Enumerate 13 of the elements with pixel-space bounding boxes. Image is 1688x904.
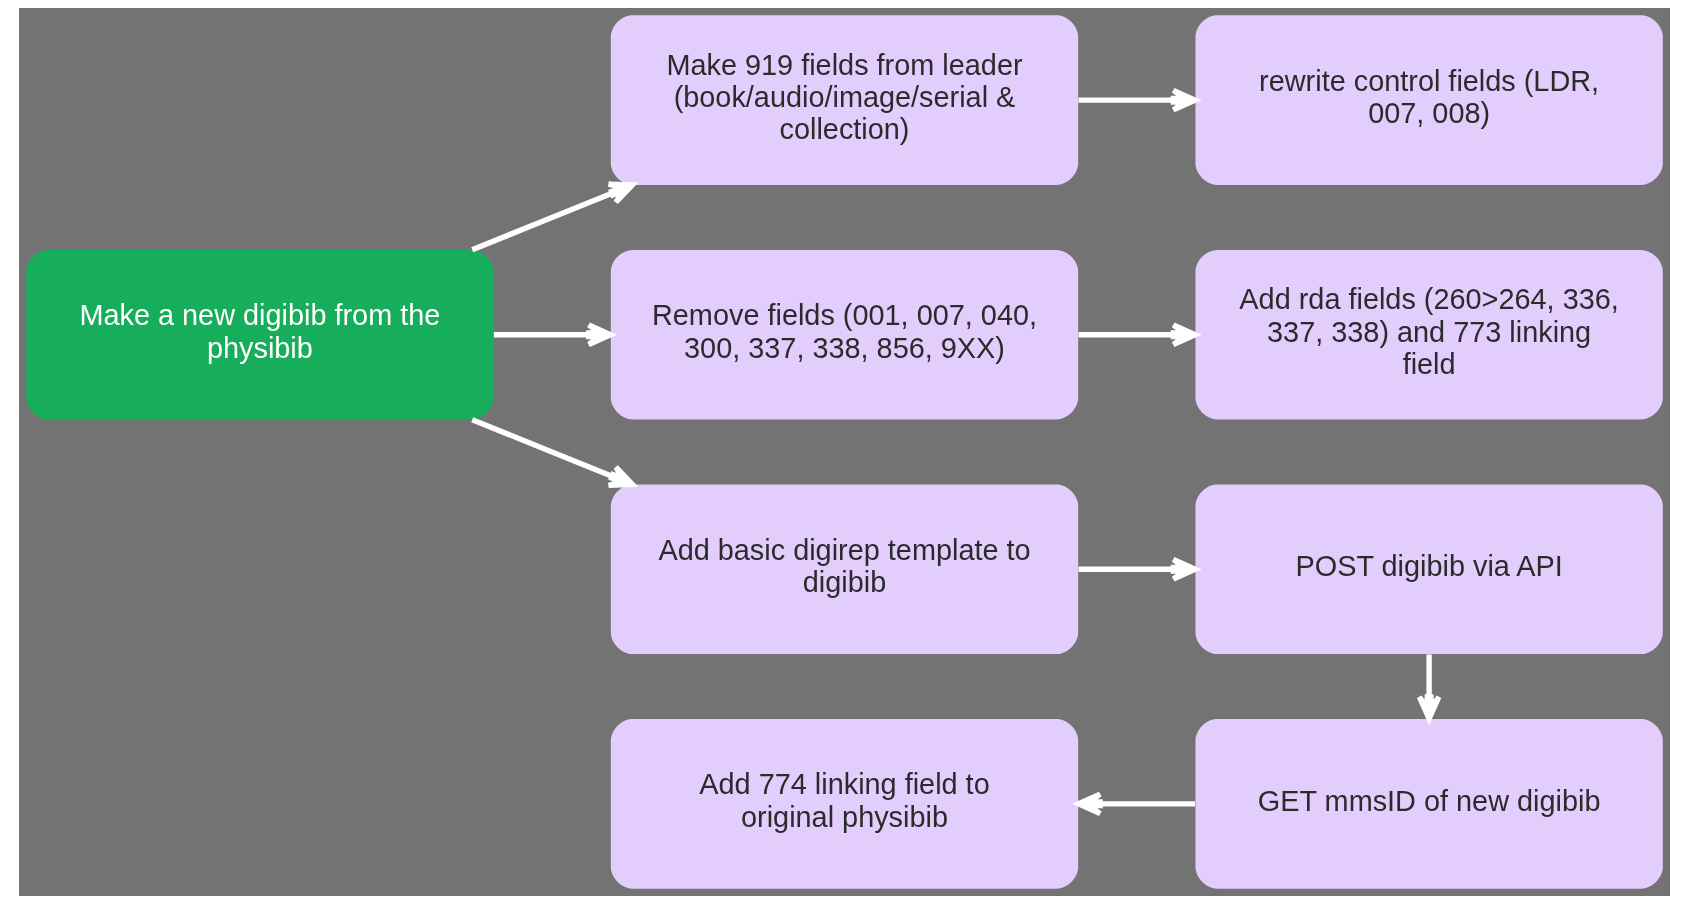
node-box: POST digibib via API bbox=[1194, 484, 1663, 655]
arrow bbox=[470, 417, 635, 488]
arrow bbox=[470, 181, 635, 253]
node-box: Add 774 linking field to original physibib bbox=[610, 719, 1078, 889]
node-box: GET mmsID of new digibib bbox=[1194, 719, 1663, 889]
node-box: Add basic digirep template to digibib bbox=[610, 484, 1078, 655]
node-box: Remove fields (001, 007, 040, 300, 337, 338, 856, 9XX) bbox=[610, 249, 1078, 420]
arrow bbox=[1075, 791, 1195, 817]
arrow bbox=[1416, 654, 1442, 722]
node-box: Add rda fields (260>264, 336, 337, 338) and 773 linking field bbox=[1194, 249, 1663, 420]
node-box: Make 919 fields from leader (book/audio/image/serial & collection) bbox=[610, 15, 1078, 185]
node-box: Make a new digibib from the physibib bbox=[25, 249, 494, 420]
node-box: rewrite control fields (LDR, 007, 008) bbox=[1194, 15, 1663, 185]
